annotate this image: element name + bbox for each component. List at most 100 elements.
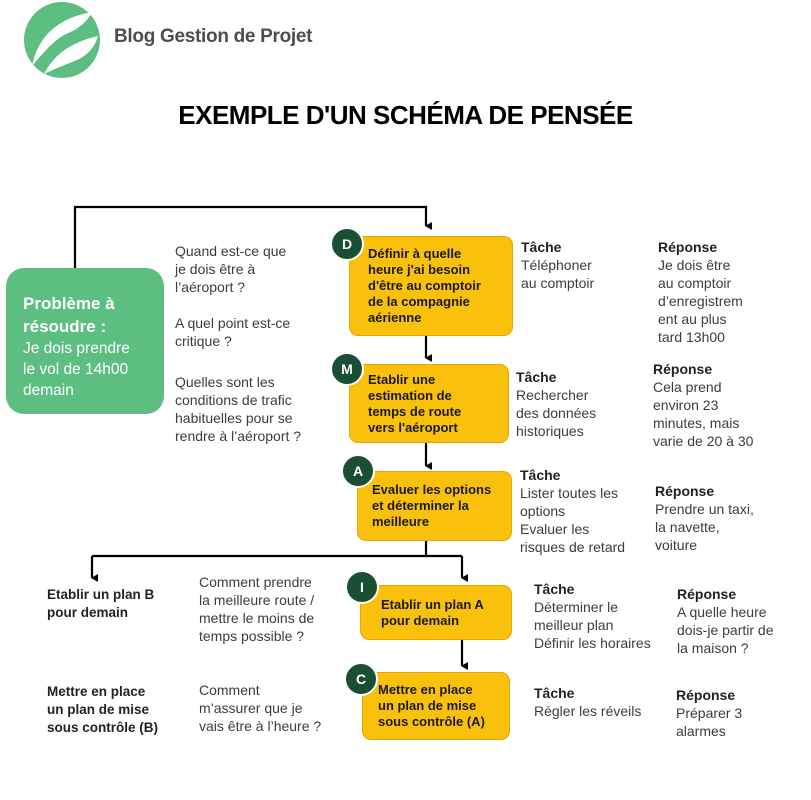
task-d-line: au comptoir	[521, 275, 595, 291]
step-i-line: pour demain	[381, 612, 460, 628]
task-i-label: Tâche	[534, 581, 575, 597]
step-i-box: Etablir un plan A pour demain	[360, 585, 512, 640]
task-a-line: options	[520, 503, 566, 519]
plan-b-line: Etablir un plan B	[47, 587, 155, 602]
answer-i: Réponse A quelle heure dois-je partir de…	[677, 585, 774, 657]
step-a-line: Evaluer les options	[372, 482, 492, 497]
answer-m-line: varie de 20 à 30	[653, 433, 754, 449]
answer-d-line: au comptoir	[658, 275, 732, 291]
problem-title-1: Problème à	[23, 294, 115, 313]
task-m-line: Rechercher	[516, 387, 589, 403]
question-2-line: critique ?	[175, 333, 232, 349]
task-a-line: Lister toutes les	[520, 485, 619, 501]
task-i-line: Déterminer le	[534, 599, 619, 615]
question-1-line: l’aéroport ?	[175, 279, 246, 295]
answer-d-line: d’enregistrem	[658, 293, 743, 309]
task-d: Tâche Téléphoner au comptoir	[521, 238, 594, 292]
answer-d-line: ent au plus	[658, 311, 727, 327]
question-2: A quel point est-ce critique ?	[175, 314, 290, 350]
question-3-line: conditions de trafic	[175, 392, 292, 408]
answer-a: Réponse Prendre un taxi, la navette, voi…	[655, 482, 754, 554]
step-a-badge: A	[341, 454, 375, 488]
step-a-line: meilleure	[372, 514, 430, 529]
answer-i-line: dois-je partir de	[677, 622, 774, 638]
answer-m-line: Cela prend	[653, 379, 722, 395]
question-4-line: mettre le moins de	[199, 610, 315, 626]
question-3-line: habituelles pour se	[175, 410, 293, 426]
step-c-line: Mettre en place	[378, 682, 473, 697]
answer-c-label: Réponse	[676, 687, 736, 703]
answer-m-line: environ 23	[653, 397, 719, 413]
step-m-line: temps de route	[368, 403, 462, 419]
question-1-line: Quand est-ce que	[175, 243, 287, 259]
answer-i-label: Réponse	[677, 586, 737, 602]
step-i-line: Etablir un plan A	[381, 596, 484, 612]
answer-m-label: Réponse	[653, 361, 713, 377]
step-d-box: Définir à quelle heure j'ai besoin d'êtr…	[349, 236, 513, 336]
task-a-label: Tâche	[520, 467, 561, 483]
task-c-label: Tâche	[534, 685, 575, 701]
answer-i-line: A quelle heure	[677, 604, 767, 620]
answer-a-line: la navette,	[655, 519, 720, 535]
step-a-box: Evaluer les options et déterminer la mei…	[357, 471, 512, 541]
question-2-line: A quel point est-ce	[175, 315, 291, 331]
answer-c-line: alarmes	[676, 723, 726, 739]
answer-c: Réponse Préparer 3 alarmes	[676, 686, 742, 740]
answer-a-label: Réponse	[655, 483, 715, 499]
plan-b: Etablir un plan B pour demain	[47, 586, 154, 622]
step-m-line: estimation de	[368, 387, 452, 403]
step-i-badge: I	[345, 570, 379, 604]
step-d-line: Définir à quelle	[368, 246, 462, 261]
step-c-line: un plan de mise	[378, 698, 477, 713]
problem-title-2: résoudre :	[23, 317, 107, 336]
question-5-line: m’assurer que je	[199, 700, 303, 716]
task-m: Tâche Rechercher des données historiques	[516, 368, 596, 440]
step-m-badge: M	[330, 352, 364, 386]
step-d-line: heure j'ai besoin	[368, 262, 471, 277]
step-d-badge: D	[330, 227, 364, 261]
brand-name: Blog Gestion de Projet	[114, 26, 313, 47]
problem-box: Problème à résoudre : Je dois prendre le…	[6, 268, 164, 414]
plan-control-b: Mettre en place un plan de mise sous con…	[47, 683, 158, 737]
answer-d-line: Je dois être	[658, 257, 731, 273]
task-m-line: des données	[516, 405, 597, 421]
question-4: Comment prendre la meilleure route / met…	[199, 573, 314, 645]
question-5: Comment m’assurer que je vais être à l’h…	[199, 681, 321, 735]
answer-m-line: minutes, mais	[653, 415, 740, 431]
task-i: Tâche Déterminer le meilleur plan Défini…	[534, 580, 651, 652]
problem-text-2: le vol de 14h00	[23, 361, 129, 378]
task-i-line: meilleur plan	[534, 617, 614, 633]
answer-d-label: Réponse	[658, 239, 718, 255]
answer-i-line: la maison ?	[677, 640, 749, 656]
page-title: EXEMPLE D'UN SCHÉMA DE PENSÉE	[178, 100, 633, 130]
step-c-box: Mettre en place un plan de mise sous con…	[362, 672, 510, 740]
answer-c-line: Préparer 3	[676, 705, 743, 721]
plan-control-b-line: Mettre en place	[47, 684, 146, 699]
question-4-line: temps possible ?	[199, 628, 305, 644]
question-3: Quelles sont les conditions de trafic ha…	[175, 373, 301, 445]
task-a-line: Evaluer les	[520, 521, 590, 537]
question-4-line: Comment prendre	[199, 574, 312, 590]
plan-control-b-line: un plan de mise	[47, 702, 150, 717]
question-3-line: Quelles sont les	[175, 374, 275, 390]
task-c: Tâche Régler les réveils	[534, 684, 641, 720]
question-5-line: Comment	[199, 682, 260, 698]
task-d-line: Téléphoner	[521, 257, 592, 273]
question-1-line: je dois être à	[175, 261, 256, 277]
problem-text-3: demain	[23, 382, 74, 399]
plan-control-b-line: sous contrôle (B)	[47, 720, 159, 735]
answer-m: Réponse Cela prend environ 23 minutes, m…	[653, 360, 753, 450]
answer-d: Réponse Je dois être au comptoir d’enreg…	[658, 238, 743, 346]
step-m-line: Etablir une	[368, 371, 436, 387]
step-d-line: aérienne	[368, 310, 422, 325]
step-d-line: de la compagnie	[368, 294, 470, 309]
task-d-label: Tâche	[521, 239, 562, 255]
task-a: Tâche Lister toutes les options Evaluer …	[520, 466, 625, 556]
problem-text-1: Je dois prendre	[23, 340, 130, 357]
task-i-line: Définir les horaires	[534, 635, 651, 651]
step-m-line: vers l'aéroport	[368, 419, 458, 435]
step-c-line: sous contrôle (A)	[378, 714, 485, 729]
task-m-label: Tâche	[516, 369, 557, 385]
plan-b-line: pour demain	[47, 605, 129, 620]
